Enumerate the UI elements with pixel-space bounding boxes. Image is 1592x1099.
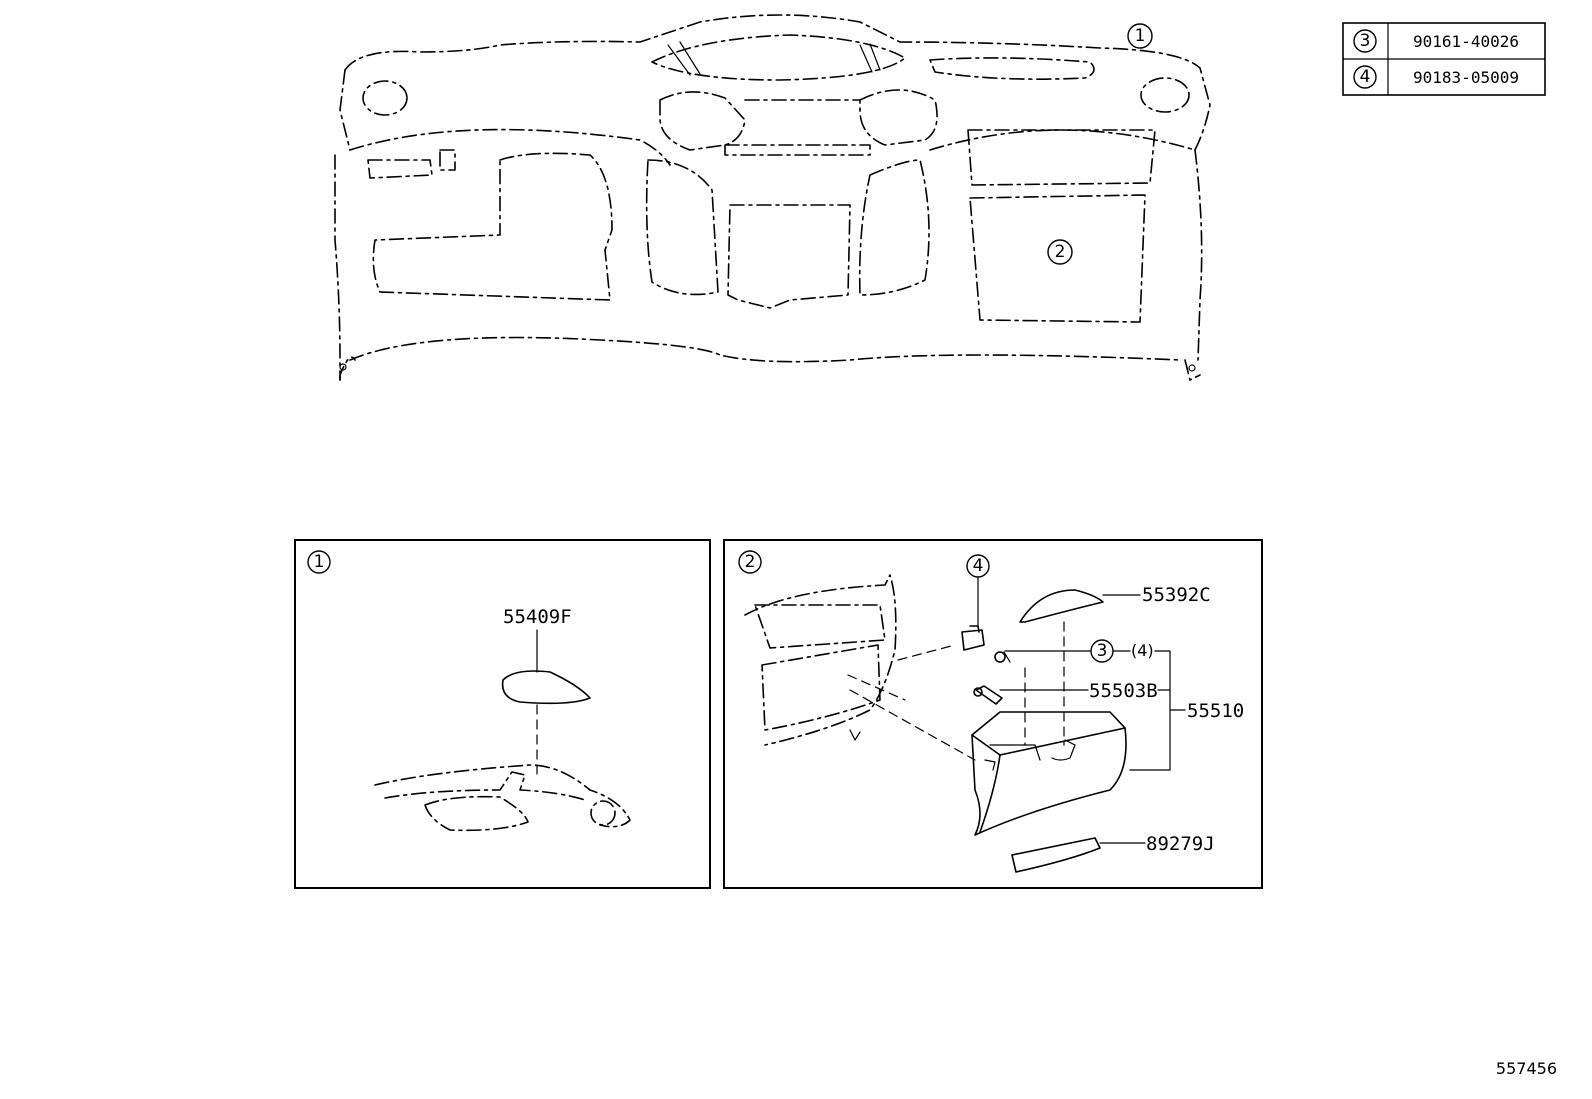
detail-panel-1: 1 55409F xyxy=(294,539,711,889)
clip-ref-4: 4 xyxy=(973,556,984,576)
panel-1-marker: 1 xyxy=(314,552,325,572)
callout-2-circle xyxy=(1047,239,1073,265)
table-row-2-ref: 4 xyxy=(1360,67,1371,87)
part-label-89279J: 89279J xyxy=(1146,833,1215,855)
part-label-55392C: 55392C xyxy=(1142,584,1211,606)
part-label-55409F: 55409F xyxy=(503,606,572,628)
figure-id: 557456 xyxy=(1496,1059,1557,1078)
panel-2-marker: 2 xyxy=(745,552,756,572)
table-row-1-part: 90161-40026 xyxy=(1413,32,1519,51)
dashboard-overview: 1 2 xyxy=(334,14,1211,381)
part-label-55503B: 55503B xyxy=(1089,680,1158,702)
screw-ref-3: 3 xyxy=(1097,641,1108,661)
callout-1-circle xyxy=(1127,23,1153,49)
detail-panel-2: 2 4 55392C 3 (4) 55503B xyxy=(723,539,1263,889)
table-row-1-ref-circle xyxy=(1353,29,1377,53)
table-row-2-part: 90183-05009 xyxy=(1413,68,1519,87)
callout-1-label: 1 xyxy=(1135,26,1146,46)
table-row-2-ref-circle xyxy=(1353,65,1377,89)
callout-2-label: 2 xyxy=(1055,242,1066,262)
table-row-1-ref: 3 xyxy=(1360,31,1371,51)
parts-table: 3 90161-40026 4 90183-05009 xyxy=(1342,22,1546,96)
part-label-55510: 55510 xyxy=(1187,700,1244,722)
screw-quantity: (4) xyxy=(1131,641,1154,660)
